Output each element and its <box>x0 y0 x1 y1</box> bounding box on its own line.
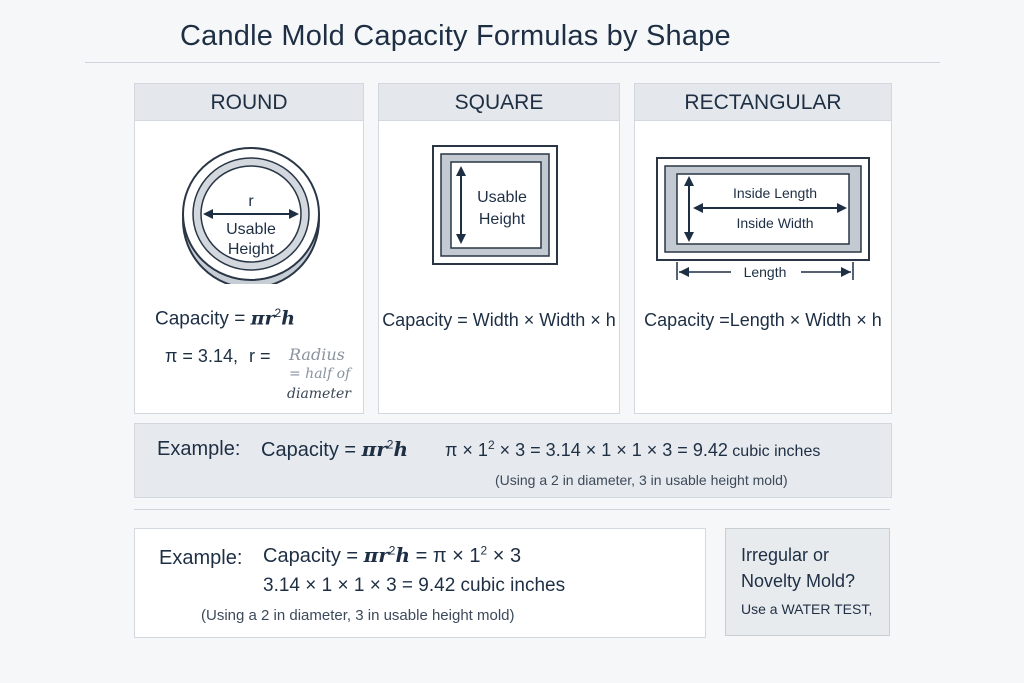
length-label: Length <box>744 264 787 280</box>
example-label: Example: <box>157 438 241 460</box>
square-mold-diagram: Usable Height <box>432 145 558 265</box>
half-of-note: = half of <box>289 366 351 382</box>
cap-tail: h <box>393 437 409 461</box>
round-panel: ROUND r Usable Height Capacity = πr2h π … <box>134 83 364 414</box>
page-title: Candle Mold Capacity Formulas by Shape <box>180 20 731 52</box>
calc-result: 9.42 <box>692 440 728 460</box>
height-label: Height <box>479 211 526 228</box>
radius-label: r <box>248 193 254 210</box>
irregular-mold-box: Irregular or Novelty Mold? Use a WATER T… <box>725 528 890 636</box>
rectangular-panel: RECTANGULAR Inside Length Inside Width L… <box>634 83 892 414</box>
cap-tail-a: = π × 1 <box>410 545 481 567</box>
example-box: Example: Capacity = πr2h = π × 12 × 3 3.… <box>134 528 706 638</box>
square-panel-heading: SQUARE <box>379 84 619 121</box>
irregular-line-1: Irregular or <box>741 545 830 565</box>
calc-b: × 3 = 3.14 × 1 × 1 × 3 = <box>494 440 693 460</box>
round-mold-diagram: r Usable Height <box>182 147 320 284</box>
round-panel-heading: ROUND <box>135 84 363 121</box>
example-note: (Using a 2 in diameter, 3 in usable heig… <box>495 472 788 488</box>
calc-unit: cubic inches <box>727 443 821 460</box>
pi-note: π = 3.14, <box>165 346 238 366</box>
rectangular-formula: Capacity =Length × Width × h <box>644 310 882 330</box>
calc-a: π × 1 <box>445 440 488 460</box>
radius-note: Radius <box>289 345 345 364</box>
square-panel: SQUARE Usable Height Capacity = Width × … <box>378 83 620 414</box>
formula-math: πr <box>250 307 275 330</box>
cap-prefix: Capacity = <box>263 545 364 567</box>
example-band: Example: Capacity = πr2h π × 12 × 3 = 3.… <box>134 423 892 498</box>
usable-label: Usable <box>477 189 527 206</box>
rectangular-panel-heading: RECTANGULAR <box>635 84 891 121</box>
inside-width-label: Inside Width <box>736 215 813 231</box>
calc-exponent: 2 <box>487 438 495 452</box>
example-capacity: Capacity = πr2h <box>261 437 408 462</box>
height-label: Height <box>228 241 275 258</box>
cap-exponent: 2 <box>388 543 396 558</box>
example-capacity: Capacity = πr2h = π × 12 × 3 <box>263 543 521 568</box>
example-calculation: 3.14 × 1 × 1 × 3 = 9.42 cubic inches <box>263 575 566 596</box>
diameter-note: diameter <box>287 386 351 402</box>
cap-exponent: 2 <box>386 437 394 452</box>
title-divider <box>85 62 940 63</box>
square-formula: Capacity = Width × Width × h <box>382 310 616 330</box>
cap-prefix: Capacity = <box>261 439 362 461</box>
cap-tail-exponent: 2 <box>480 543 488 558</box>
inside-length-label: Inside Length <box>733 185 817 201</box>
cap-mid: h <box>395 543 411 567</box>
example-label: Example: <box>159 547 243 569</box>
section-divider <box>134 509 890 510</box>
irregular-line-2: Novelty Mold? <box>741 571 856 591</box>
formula-exponent: 2 <box>274 306 282 320</box>
water-test-note: Use a WATER TEST, <box>741 601 873 617</box>
rectangular-mold-diagram: Inside Length Inside Width Length <box>656 157 870 280</box>
formula-prefix: Capacity = <box>155 308 251 330</box>
cap-math: πr <box>363 543 389 567</box>
formula-tail: h <box>281 307 296 330</box>
r-note: r = <box>249 346 271 366</box>
example-calculation: π × 12 × 3 = 3.14 × 1 × 1 × 3 = 9.42 cub… <box>445 438 820 461</box>
usable-label: Usable <box>226 221 276 238</box>
cap-tail-b: × 3 <box>487 545 522 567</box>
example-note: (Using a 2 in diameter, 3 in usable heig… <box>201 607 515 624</box>
round-formula: Capacity = πr2h <box>133 306 363 330</box>
cap-math: πr <box>361 437 387 461</box>
